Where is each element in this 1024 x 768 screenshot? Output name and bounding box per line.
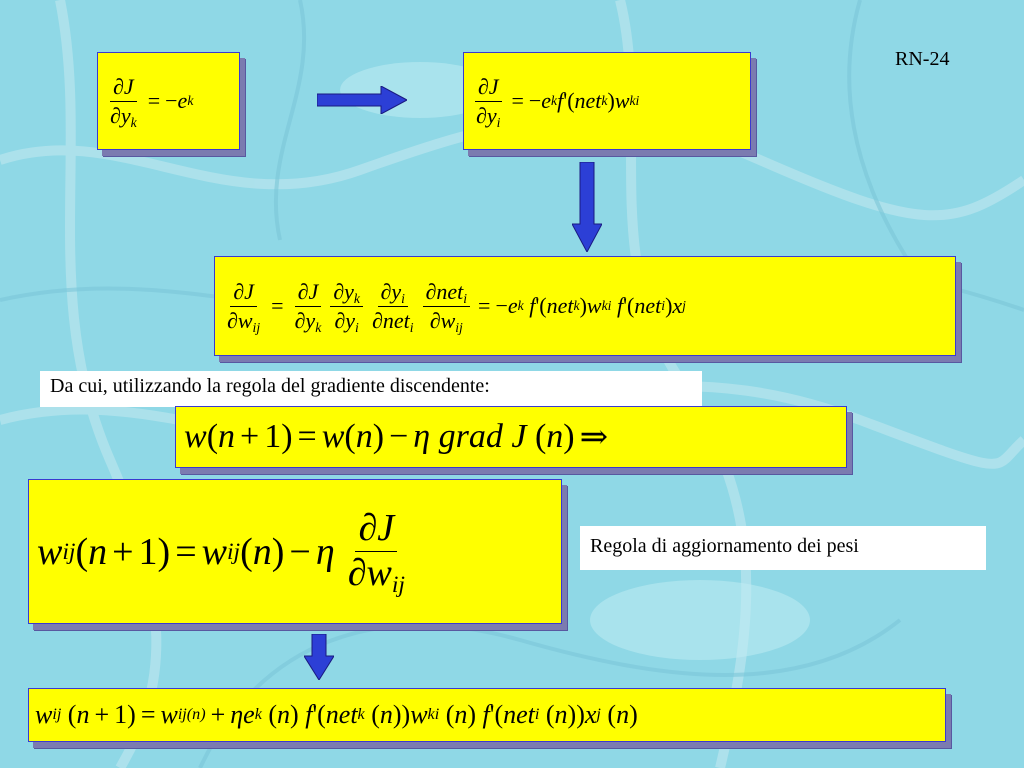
slide-number: RN-24 (895, 48, 950, 70)
fraction: ∂J∂wij (347, 507, 405, 599)
fraction: ∂J∂yk (110, 74, 137, 130)
gradient-descent-intro-note: Da cui, utilizzando la regola del gradie… (40, 371, 702, 407)
equation-box-gradient-descent: w(n+1)=w(n)−η grad J (n)⇒ (175, 406, 847, 468)
equation-box-chain-rule: ∂J∂wij = ∂J∂yk ∂yk∂yi ∂yi∂neti ∂neti∂wij… (214, 256, 956, 356)
right-arrow-icon (317, 86, 407, 114)
down-arrow-icon (572, 162, 602, 252)
update-rule-note: Regola di aggiornamento dei pesi (580, 526, 986, 570)
down-arrow-icon (304, 634, 334, 680)
fraction: ∂J∂yi (474, 74, 502, 130)
